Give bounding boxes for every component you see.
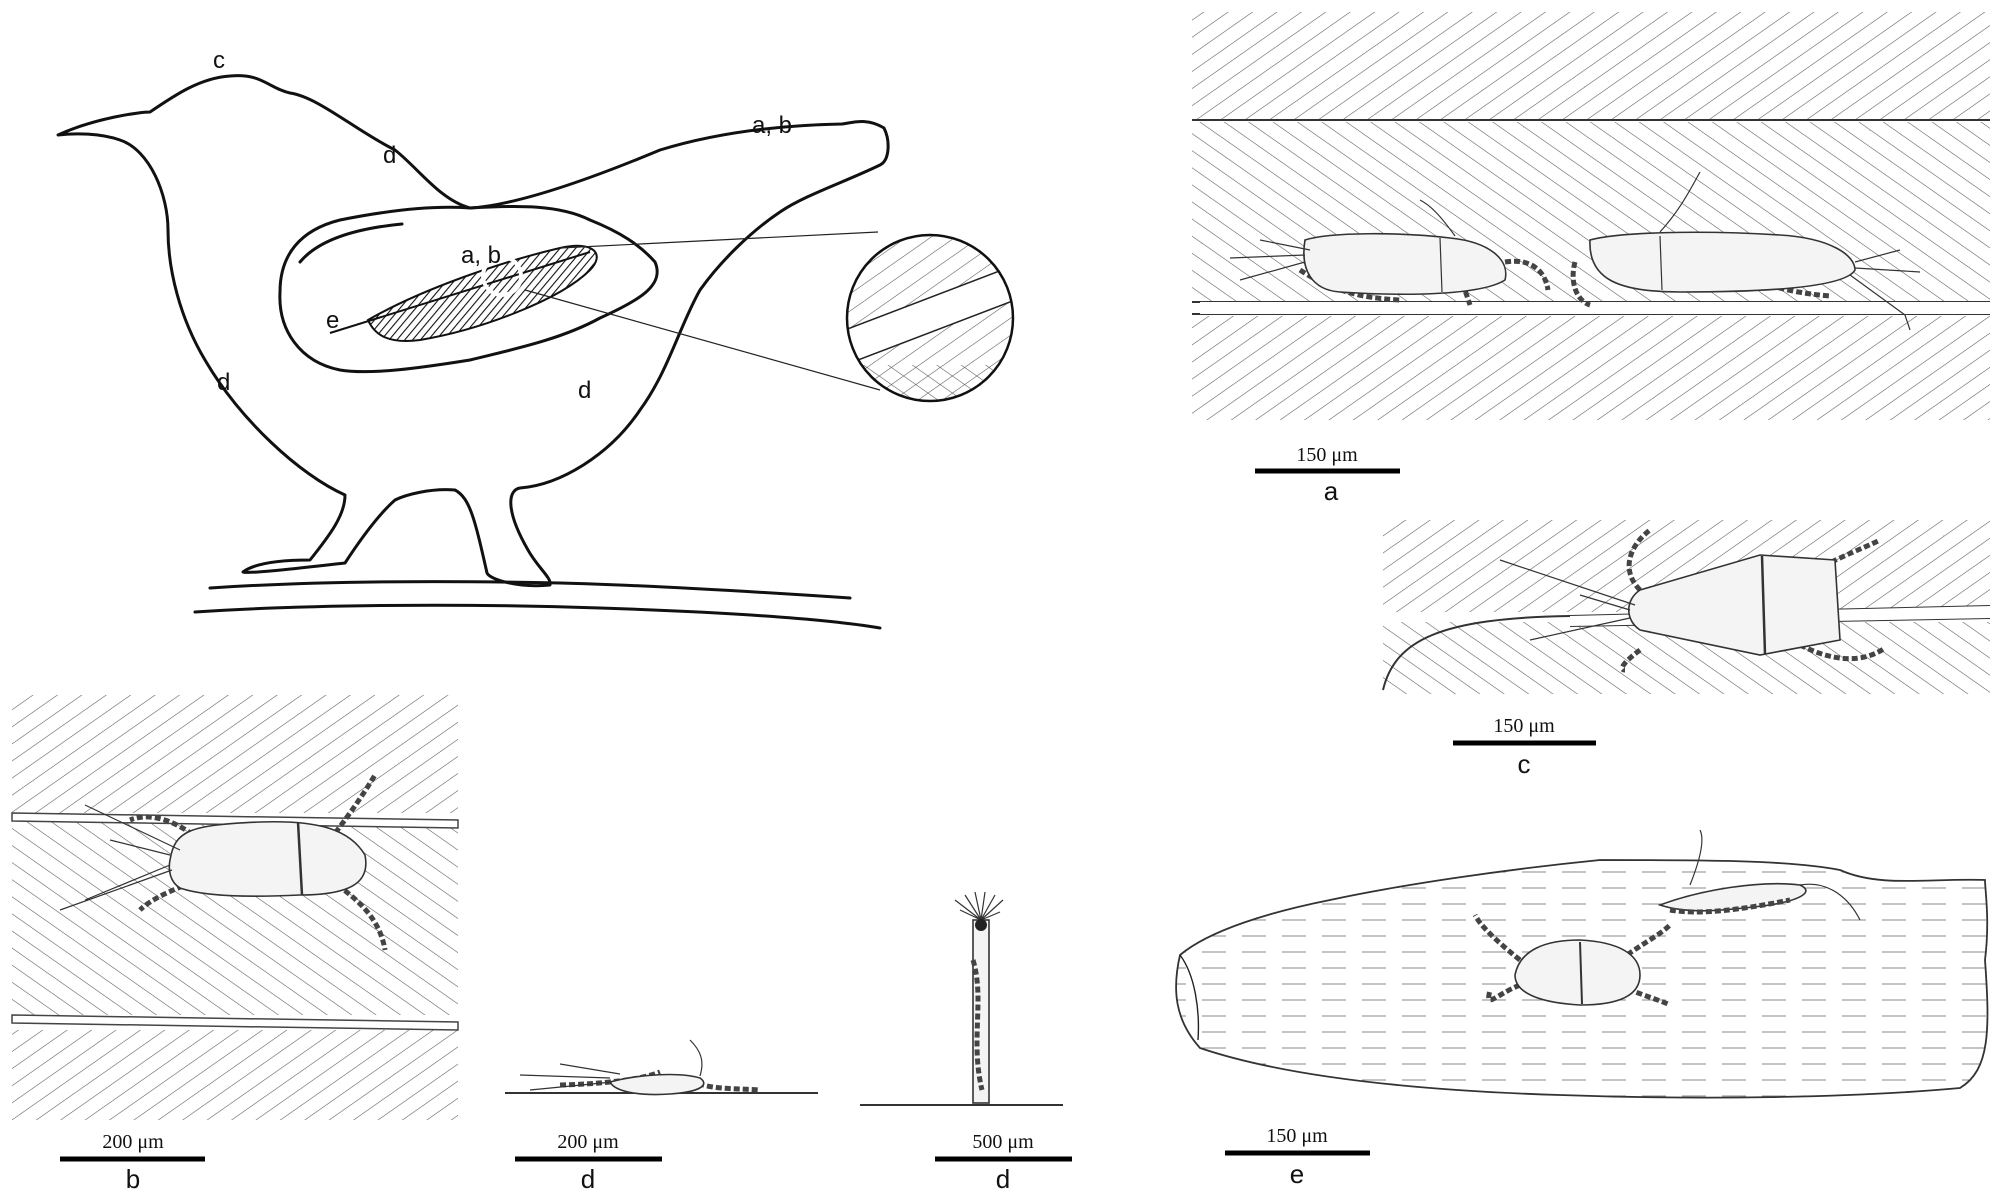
panel-a: 150 μm a bbox=[1192, 12, 1990, 506]
panel-d2-label: d bbox=[996, 1164, 1010, 1194]
label-breast: d bbox=[217, 369, 230, 396]
panel-c: 150 μm c bbox=[1383, 520, 1990, 779]
bird-diagram: c d a, b a, b e d d bbox=[58, 47, 1015, 628]
panel-a-barbs-upper bbox=[1192, 12, 1990, 120]
panel-d1-mite bbox=[520, 1040, 760, 1095]
label-tail: a, b bbox=[752, 112, 792, 139]
panel-c-scale-text: 150 μm bbox=[1493, 715, 1555, 737]
perch-line-lower bbox=[195, 605, 880, 628]
panel-b-barbs-lower bbox=[12, 1030, 458, 1120]
panel-e-scale-text: 150 μm bbox=[1266, 1125, 1328, 1147]
label-belly: d bbox=[578, 377, 591, 404]
panel-b-barbs-upper bbox=[12, 695, 458, 813]
panel-a-scale-text: 150 μm bbox=[1296, 444, 1358, 466]
label-wing-circle: a, b bbox=[461, 242, 501, 269]
panel-e: 150 μm e bbox=[1176, 830, 1987, 1189]
panel-a-label: a bbox=[1324, 476, 1339, 506]
panel-b-label: b bbox=[126, 1164, 140, 1194]
label-back: d bbox=[383, 142, 396, 169]
panel-d1: 200 μm d bbox=[505, 1040, 818, 1194]
panel-d1-scale-text: 200 μm bbox=[557, 1131, 619, 1153]
zoom-guide-bottom bbox=[525, 290, 880, 390]
panel-d1-label: d bbox=[581, 1164, 595, 1194]
panel-c-label: c bbox=[1518, 749, 1531, 779]
panel-b-scale-text: 200 μm bbox=[102, 1131, 164, 1153]
panel-a-barbs-lower bbox=[1192, 316, 1990, 420]
panel-d2-mite-upright bbox=[955, 892, 1003, 1103]
panel-d2: 500 μm d bbox=[860, 892, 1072, 1194]
panel-d2-scale-text: 500 μm bbox=[972, 1131, 1034, 1153]
bird-outline bbox=[58, 76, 888, 586]
zoom-guide-top bbox=[560, 232, 878, 248]
label-feather-base: e bbox=[326, 307, 339, 334]
label-head: c bbox=[213, 47, 225, 74]
panel-b: 200 μm b bbox=[12, 695, 458, 1194]
panel-e-label: e bbox=[1290, 1159, 1304, 1189]
